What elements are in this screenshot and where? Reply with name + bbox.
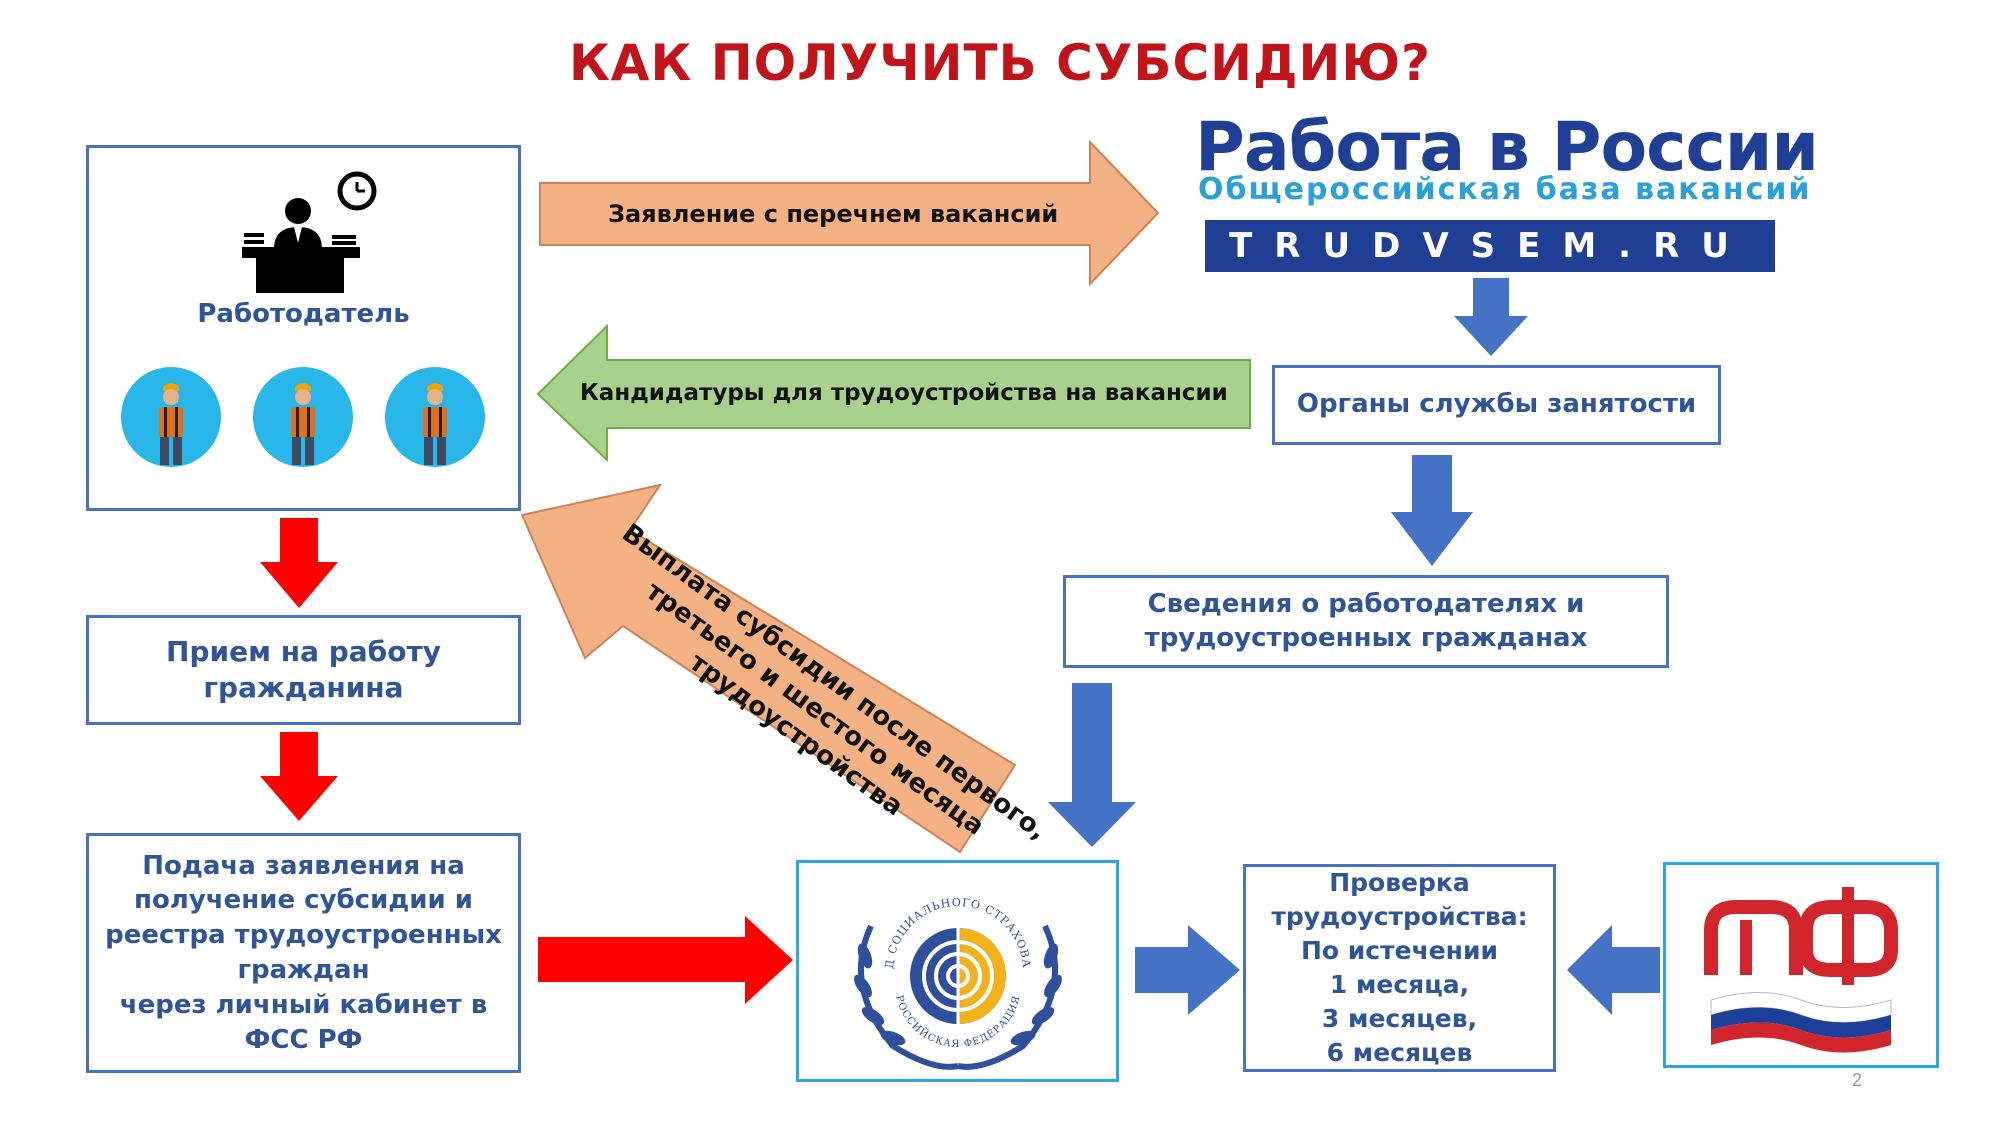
check-line-1: Проверка [1329, 868, 1470, 897]
submission-to-fss-arrow [538, 916, 793, 1004]
worker-icon [121, 367, 221, 467]
employer-down-arrow [260, 518, 338, 608]
check-line-3: По истечении [1300, 936, 1498, 965]
worker-icon [385, 367, 485, 467]
employer-desk-icon [242, 171, 377, 293]
candidates-arrow [536, 323, 1251, 463]
application-arrow [539, 139, 1160, 287]
fss-logo-box: ФОНД СОЦИАЛЬНОГО СТРАХОВАНИЯ РОССИЙСКАЯ … [796, 860, 1119, 1082]
hiring-line-1: Прием на работу [166, 634, 441, 668]
fss-logo-icon: ФОНД СОЦИАЛЬНОГО СТРАХОВАНИЯ РОССИЙСКАЯ … [833, 866, 1062, 1070]
employment-service-box: Органы службы занятости [1272, 365, 1721, 445]
submission-box: Подача заявления на получение субсидии и… [86, 833, 521, 1073]
payment-arrow [520, 483, 1017, 854]
submission-line-4: граждан [237, 955, 370, 985]
trudvsem-logo-title: Работа в России [1195, 108, 1819, 187]
fss-to-check-arrow [1135, 925, 1240, 1015]
submission-line-2: получение субсидии и [133, 885, 473, 916]
workers-group [119, 365, 489, 475]
page-title: КАК ПОЛУЧИТЬ СУБСИДИЮ? [568, 34, 1432, 92]
employer-label: Работодатель [197, 299, 410, 329]
candidates-arrow-label: Кандидатуры для трудоустройства на вакан… [580, 380, 1228, 406]
check-line-4: 1 месяца, [1329, 970, 1470, 999]
trudvsem-down-arrow [1454, 278, 1528, 356]
info-box: Сведения о работодателях и трудоустроенн… [1063, 575, 1669, 668]
info-down-arrow [1048, 683, 1136, 847]
hiring-box: Прием на работу гражданина [86, 615, 521, 725]
pfr-logo-text: ПФ [1691, 875, 1693, 876]
employment-service-label: Органы службы занятости [1296, 389, 1697, 420]
submission-line-3: реестра трудоустроенных [105, 920, 502, 951]
pfr-logo-icon: ПФ [1691, 875, 1898, 1053]
pfr-to-check-arrow [1567, 925, 1660, 1015]
info-line-2: трудоустроенных гражданах [1144, 622, 1588, 653]
employer-box: Работодатель [86, 145, 521, 511]
check-box: Проверка трудоустройства: По истечении 1… [1243, 864, 1556, 1072]
service-down-arrow [1391, 455, 1473, 566]
submission-line-1: Подача заявления на [142, 850, 465, 881]
hiring-line-2: гражданина [203, 671, 404, 704]
application-arrow-label: Заявление с перечнем вакансий [608, 200, 1059, 228]
worker-icon [253, 367, 353, 467]
trudvsem-logo-subtitle: Общероссийская база вакансий [1198, 172, 1812, 207]
pfr-logo-box: ПФ [1663, 862, 1939, 1068]
hiring-down-arrow [260, 732, 338, 821]
check-line-5: 3 месяцев, [1321, 1004, 1478, 1033]
page-number: 2 [1852, 1070, 1863, 1090]
check-line-6: 6 месяцев [1326, 1038, 1473, 1067]
submission-line-5: через личный кабинет в [119, 989, 488, 1020]
check-line-2: трудоустройства: [1271, 902, 1528, 931]
submission-line-6: ФСС РФ [244, 1024, 363, 1055]
info-line-1: Сведения о работодателях и [1147, 588, 1585, 619]
trudvsem-url-bar: TRUDVSEM.RU [1205, 220, 1775, 272]
